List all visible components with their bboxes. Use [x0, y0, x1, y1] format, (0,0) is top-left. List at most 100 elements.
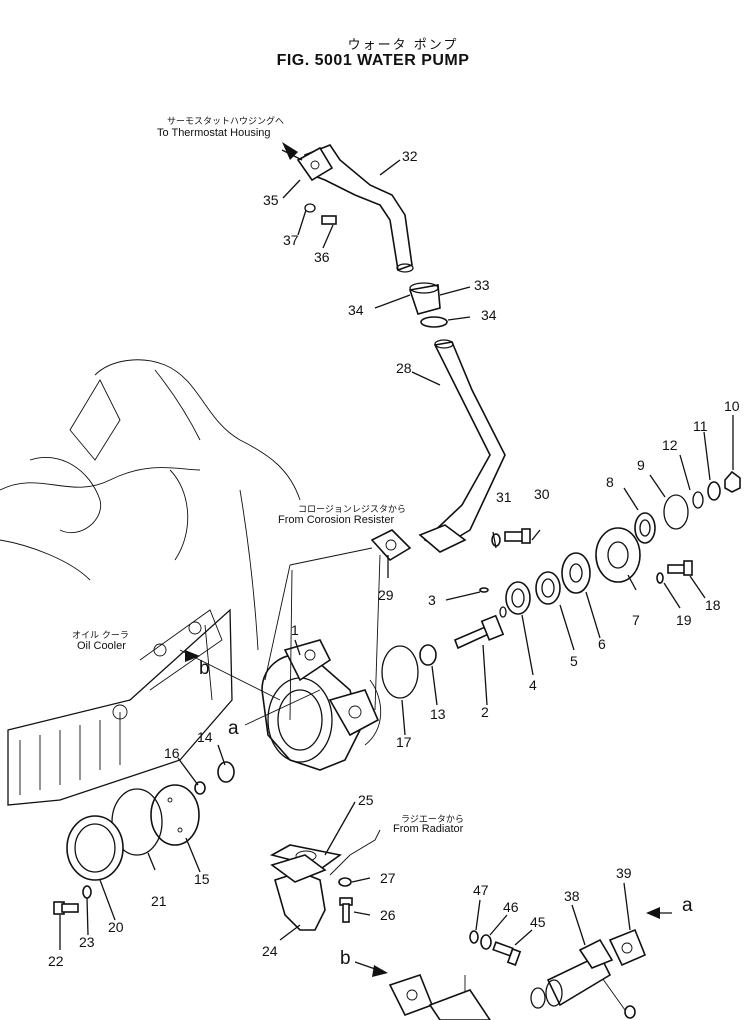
part-label-26: 26	[380, 907, 396, 923]
part-2-shaft	[453, 606, 507, 650]
part-3-key	[479, 587, 489, 593]
part-label-38: 38	[564, 888, 580, 904]
part-label-16: 16	[164, 745, 180, 761]
part-15-cover	[150, 784, 200, 846]
part-8-bearing	[634, 512, 656, 544]
bottom-washer	[624, 1005, 636, 1019]
part-30-bolt	[504, 528, 531, 544]
part-20-plate	[66, 815, 124, 881]
arrow-to-thermostat	[281, 142, 303, 161]
callout-to-thermostat-housing: To Thermostat Housing	[157, 127, 271, 139]
bottom-pipe	[428, 989, 491, 1020]
callout-oil-cooler-japanese: オイル クーラ	[72, 631, 129, 641]
part-label-23: 23	[79, 934, 95, 950]
part-label-39: 39	[616, 865, 632, 881]
part-5-bearing	[535, 571, 561, 605]
ref-letter-b-upper: b	[199, 658, 210, 679]
part-4-bearing	[505, 581, 531, 615]
part-29-gasket	[370, 529, 412, 562]
part-10-nut	[724, 470, 741, 493]
part-label-33: 33	[474, 277, 490, 293]
leader-lines	[59, 159, 734, 950]
part-label-13: 13	[430, 706, 446, 722]
part-label-15: 15	[194, 871, 210, 887]
part-9-snap-ring	[663, 494, 689, 530]
part-label-2: 2	[481, 704, 489, 720]
part-13-seal	[419, 644, 437, 666]
ref-letter-a-lower: a	[682, 895, 693, 916]
ref-letter-b-lower: b	[340, 948, 351, 969]
part-label-32: 32	[402, 148, 418, 164]
callout-thermostat-japanese: サーモスタットハウジングへ	[167, 117, 285, 127]
part-label-14: 14	[197, 729, 213, 745]
part-label-11: 11	[693, 418, 708, 434]
part-22-bolt	[53, 901, 79, 915]
figure-title-japanese: ウォータ ポンプ	[347, 38, 459, 53]
figure-title: FIG. 5001 WATER PUMP	[276, 52, 470, 69]
part-label-29: 29	[378, 587, 394, 603]
part-6-gear	[561, 552, 591, 594]
part-label-17: 17	[396, 734, 412, 750]
callout-corosion-japanese: コロージョンレジスタから	[298, 505, 406, 515]
part-label-4: 4	[529, 677, 537, 693]
part-14-bushing	[217, 761, 235, 783]
part-label-34a: 34	[348, 302, 364, 318]
part-17-o-ring	[381, 645, 419, 699]
part-1-pump-body	[261, 639, 380, 771]
part-label-24: 24	[262, 943, 278, 959]
part-7-housing	[595, 527, 641, 583]
part-label-6: 6	[598, 636, 606, 652]
arrow-a-right	[646, 907, 672, 919]
part-26-bolt	[339, 897, 353, 923]
part-label-27: 27	[380, 870, 396, 886]
part-label-34b: 34	[481, 307, 497, 323]
ref-letter-a-upper: a	[228, 718, 239, 739]
part-label-22: 22	[48, 953, 64, 969]
part-23-washer	[82, 885, 92, 899]
part-label-3: 3	[428, 592, 436, 608]
part-label-28: 28	[396, 360, 412, 376]
part-label-30: 30	[534, 486, 550, 502]
part-label-9: 9	[637, 457, 645, 473]
callout-from-radiator: From Radiator	[393, 823, 464, 835]
part-label-46: 46	[503, 899, 519, 915]
part-label-45: 45	[530, 914, 546, 930]
part-18-bolt	[667, 560, 693, 576]
part-33-hose	[408, 282, 448, 328]
part-label-19: 19	[676, 612, 692, 628]
part-28-lower-pipe	[418, 339, 506, 553]
part-12-ring	[692, 491, 704, 509]
part-label-47: 47	[473, 882, 489, 898]
part-46-washer	[480, 934, 492, 950]
part-label-8: 8	[606, 474, 614, 490]
part-19-washer	[656, 572, 664, 584]
part-label-35: 35	[263, 192, 279, 208]
part-39-gasket	[608, 928, 647, 967]
part-label-21: 21	[151, 893, 167, 909]
callout-from-corosion-resister: From Corosion Resister	[278, 514, 395, 526]
part-45-bolt	[492, 941, 522, 966]
part-32-upper-pipe	[296, 144, 414, 273]
part-label-5: 5	[570, 653, 578, 669]
part-label-36: 36	[314, 249, 330, 265]
part-label-20: 20	[108, 919, 124, 935]
oil-cooler-assembly	[7, 608, 233, 806]
part-label-10: 10	[724, 398, 740, 414]
part-label-31: 31	[496, 489, 512, 505]
part-24-elbow	[270, 854, 327, 931]
part-27-washer	[338, 877, 352, 887]
part-38-pipe-connector	[545, 938, 614, 1007]
guide-lines	[179, 547, 626, 1020]
bottom-flange-b	[388, 974, 434, 1016]
part-label-1: 1	[291, 622, 299, 638]
callout-radiator-japanese: ラジエータから	[401, 815, 464, 825]
callout-oil-cooler: Oil Cooler	[77, 640, 126, 652]
part-47-washer	[469, 930, 479, 944]
part-label-12: 12	[662, 437, 678, 453]
part-label-18: 18	[705, 597, 721, 613]
bottom-o-ring	[530, 987, 546, 1009]
part-label-25: 25	[358, 792, 374, 808]
engine-block-outline	[0, 359, 382, 746]
part-11-lock-washer	[707, 481, 721, 501]
